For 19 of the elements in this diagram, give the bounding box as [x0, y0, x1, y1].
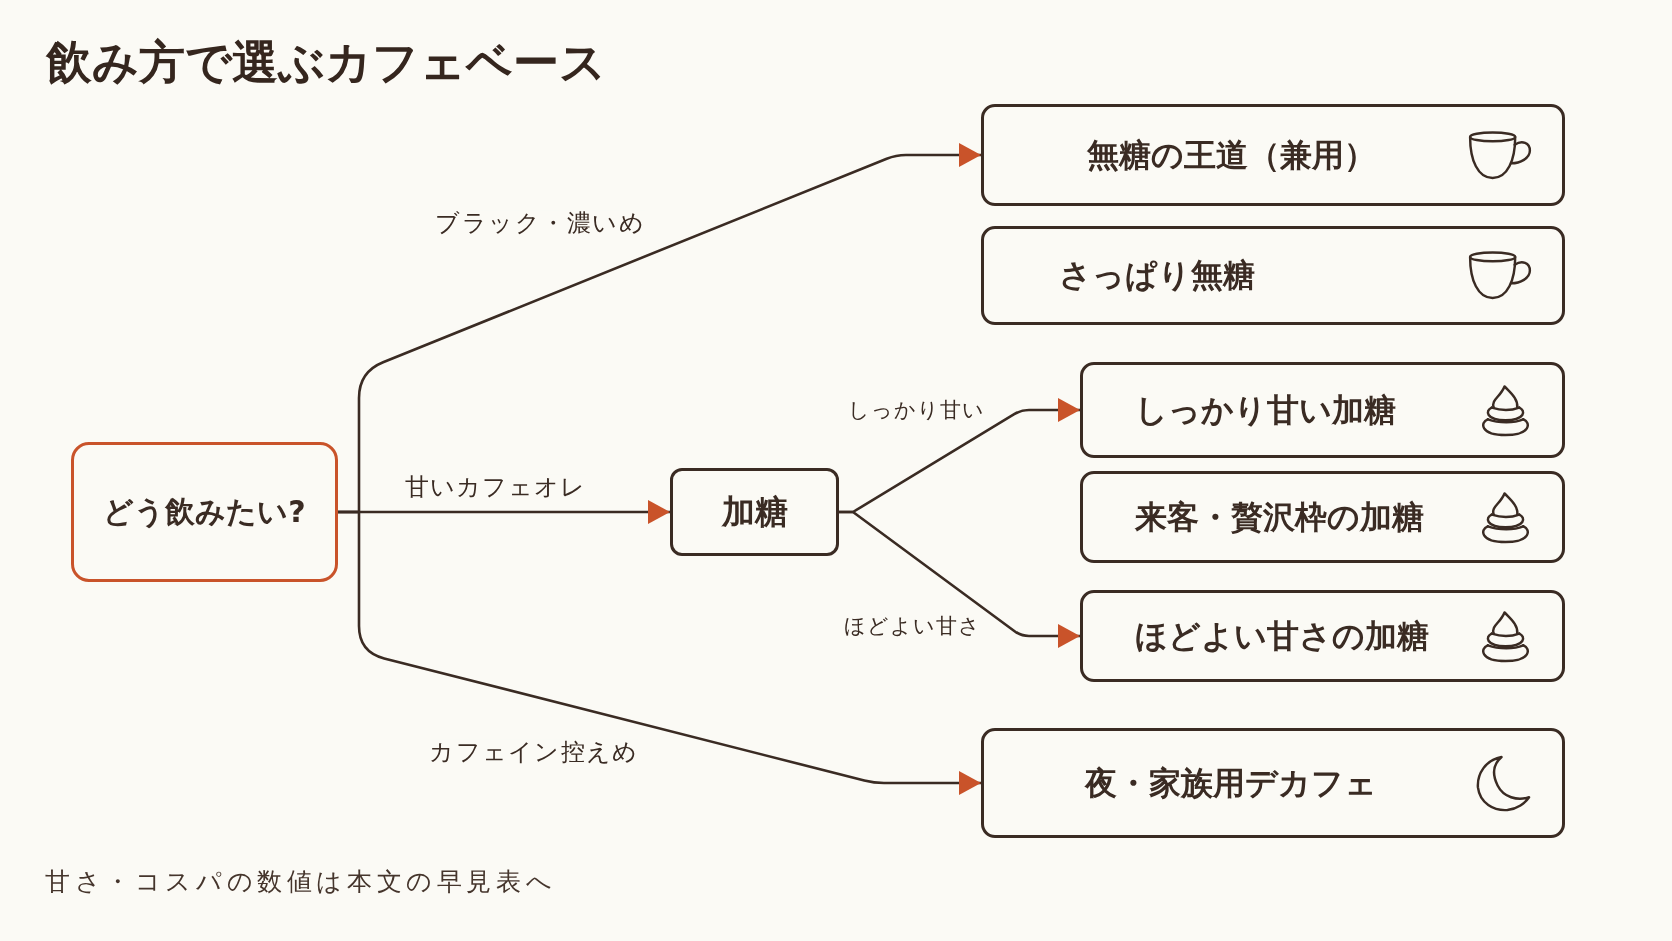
title: 飲み方で選ぶカフェベース [46, 36, 606, 89]
option-box [1080, 590, 1565, 682]
edge-label: ブラック・濃いめ [435, 210, 645, 238]
option-label: さっぱり無糖 [1059, 257, 1255, 294]
option-label: 無糖の王道（兼用） [1087, 136, 1376, 174]
arrow [338, 510, 981, 795]
option-label: ほどよい甘さの加糖 [1135, 617, 1429, 655]
option-box [981, 104, 1565, 206]
question-box: どう飲みたい? [71, 442, 338, 582]
option-label: 夜・家族用デカフェ [1085, 764, 1377, 802]
footnote: 甘さ・コスパの数値は本文の早見表へ [45, 868, 557, 897]
option-box [1080, 362, 1565, 458]
option-label: しっかり甘い加糖 [1135, 391, 1396, 429]
branch-box: 加糖 [670, 468, 839, 556]
option-box [981, 728, 1565, 838]
option-box [981, 226, 1565, 325]
option-box [1080, 471, 1565, 563]
arrow [839, 510, 1080, 648]
option-label: 来客・贅沢枠の加糖 [1135, 498, 1424, 536]
